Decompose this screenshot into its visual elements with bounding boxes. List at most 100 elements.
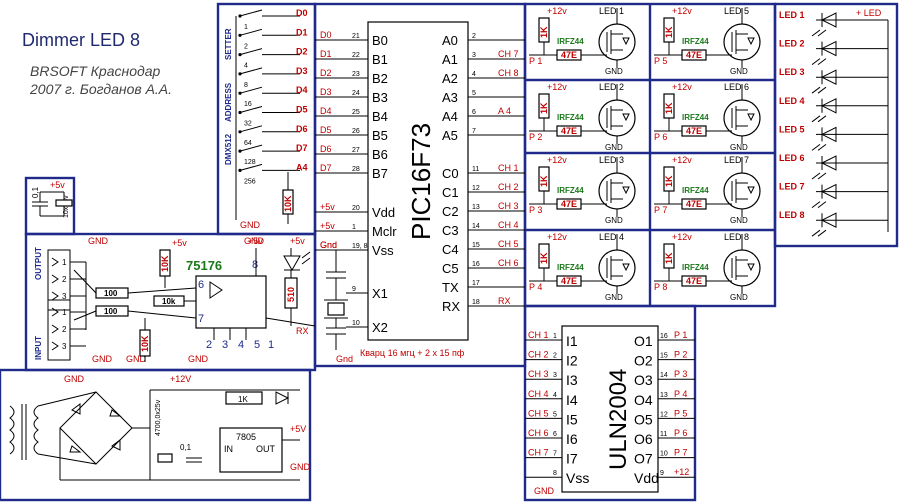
driver-r2-label: 47E — [561, 199, 577, 209]
driver-p-label: P 8 — [654, 282, 667, 292]
driver-mosfet-label: IRFZ44 — [682, 186, 709, 195]
dmx-input-label: INPUT — [34, 336, 43, 360]
driver-supply: +12v — [672, 6, 692, 16]
uln-input-pin: I6 — [566, 431, 578, 447]
driver-r1-label: 1K — [539, 252, 549, 264]
mcu-left-pin: Vdd — [372, 205, 395, 220]
mcu-left-pin-num: 1 — [352, 224, 356, 231]
regulator-in: IN — [224, 444, 233, 454]
transceiver-pin-6: 6 — [198, 279, 204, 291]
mcu-right-pin-num: 13 — [472, 204, 480, 211]
mcu-right-pin: A4 — [442, 109, 458, 124]
decouple-vcc: +5v — [50, 180, 65, 190]
uln-input-num: 1 — [553, 333, 557, 340]
dmx-vcc-1: +5v — [172, 238, 187, 248]
uln-input-net: CH 1 — [528, 330, 549, 340]
driver-p-label: P 2 — [529, 132, 542, 142]
psu-12v: +12V — [170, 374, 191, 384]
uln-input-net: CH 6 — [528, 428, 549, 438]
uln-output-num: 14 — [660, 372, 668, 379]
dip-weight: 2 — [244, 43, 248, 50]
mcu-left-pin-num: 21 — [352, 33, 360, 40]
crystal-gnd-label: Gnd — [336, 354, 353, 364]
dip-weight: 16 — [244, 101, 252, 108]
dmx-vcc-3: +5v — [290, 236, 305, 246]
bias-resistor-label: 10k — [162, 297, 176, 306]
driver-r2-label: 47E — [686, 276, 702, 286]
crystal — [327, 302, 345, 316]
uln-output-pin: O3 — [634, 372, 653, 388]
uln-input-net: CH 7 — [528, 448, 549, 458]
driver-r1-label: 1K — [539, 175, 549, 187]
mcu-right-net: CH 4 — [498, 220, 519, 230]
xlr-pin-num: 3 — [62, 342, 67, 351]
uln-input-pin: I1 — [566, 333, 578, 349]
dmx512-dip-label: DMX512 — [224, 133, 233, 165]
dmx-gnd-top: GND — [88, 236, 109, 246]
author-line-2: 2007 г. Богданов А.А. — [29, 81, 172, 97]
mcu-left-net: Gnd — [320, 240, 337, 250]
uln-output-num: 16 — [660, 333, 668, 340]
mcu-left-pin: X1 — [372, 286, 388, 301]
uln-output-pin: O7 — [634, 451, 653, 467]
driver-mosfet-label: IRFZ44 — [557, 37, 584, 46]
driver-r1-label: 1K — [664, 102, 674, 114]
uln-output-net: P 3 — [674, 369, 687, 379]
mcu-right-pin-num: 16 — [472, 261, 480, 268]
uln-output-num: 15 — [660, 353, 668, 360]
mcu-right-net: CH 2 — [498, 182, 519, 192]
driver-supply: +12v — [547, 6, 567, 16]
uln-output-num: 11 — [660, 431, 667, 438]
mcu-left-pin-num: 9 — [352, 286, 356, 293]
driver-r1-label: 1K — [539, 26, 549, 38]
driver-led-label: LED 6 — [724, 82, 749, 92]
mcu-left-pin: B3 — [372, 90, 388, 105]
led-panel-label: LED 4 — [779, 96, 805, 106]
mcu-left-pin: B6 — [372, 147, 388, 162]
mcu-right-net: A 4 — [498, 106, 511, 116]
regulator-out: OUT — [256, 444, 276, 454]
mcu-name: PIC16F73 — [406, 123, 436, 240]
psu-big-cap: 4700,0х25v — [155, 399, 162, 436]
uln-output-pin: O4 — [634, 392, 653, 408]
mcu-left-net: D6 — [320, 144, 332, 154]
regulator-7805 — [219, 427, 283, 473]
mcu-left-pin-num: 25 — [352, 109, 360, 116]
mcu-right-pin: C5 — [442, 261, 459, 276]
transceiver-pin-4: 4 — [238, 339, 244, 351]
mcu-left-pin-num: 26 — [352, 128, 360, 135]
led-diode — [820, 212, 837, 229]
pull-resistor-1-label: 10K — [160, 255, 170, 272]
dip-output: D4 — [296, 85, 308, 95]
uln-output-net: P 4 — [674, 389, 687, 399]
crystal-note: Кварц 16 мгц + 2 х 15 пф — [360, 348, 465, 358]
led-panel-label: LED 1 — [779, 10, 805, 20]
driver-mosfet-label: IRFZ44 — [557, 263, 584, 272]
uln-input-net: CH 5 — [528, 408, 549, 418]
uln-output-num: 9 — [660, 470, 664, 477]
mcu-gnd-label: Gnd — [320, 240, 337, 250]
mcu-right-pin-num: 12 — [472, 185, 480, 192]
xlr-pin-num: 1 — [62, 308, 67, 317]
address-resistor-label: 10K — [283, 195, 293, 212]
driver-p-label: P 5 — [654, 56, 667, 66]
mcu-left-pin-num: 10 — [352, 320, 360, 327]
uln-output-net: P 6 — [674, 428, 687, 438]
address-label: ADDRESS — [224, 82, 233, 122]
driver-r2-label: 47E — [561, 50, 577, 60]
driver-gnd: GND — [605, 143, 623, 152]
uln-input-num: 5 — [553, 411, 557, 418]
mcu-right-pin: A5 — [442, 128, 458, 143]
led-diode — [820, 12, 837, 28]
mcu-right-pin: C3 — [442, 223, 459, 238]
xlr-pin-num: 1 — [62, 258, 67, 267]
driver-supply: +12v — [672, 232, 692, 242]
transformer — [9, 404, 39, 460]
led-panel-label: LED 8 — [779, 210, 805, 220]
driver-gnd: GND — [605, 216, 623, 225]
uln-input-pin: I4 — [566, 392, 578, 408]
